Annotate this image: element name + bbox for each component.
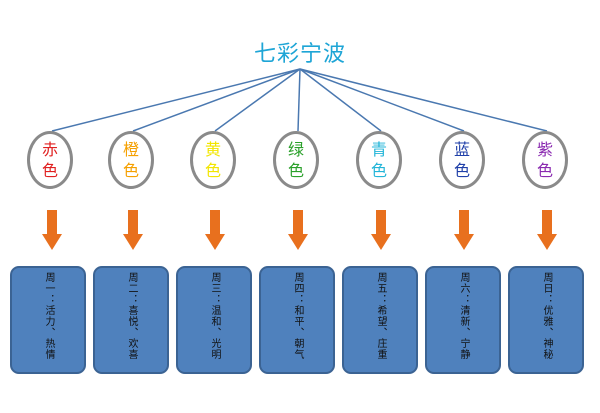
day-box-text: 周四：和平、朝气 bbox=[292, 272, 303, 360]
down-arrow-icon bbox=[123, 210, 143, 250]
down-arrow-icon bbox=[42, 210, 62, 250]
color-node-purple: 紫 色 bbox=[522, 131, 568, 189]
color-node-blue: 蓝 色 bbox=[439, 131, 485, 189]
down-arrow-icon bbox=[205, 210, 225, 250]
down-arrow-icon bbox=[537, 210, 557, 250]
day-box-sunday: 周日：优雅、神秘 bbox=[508, 266, 584, 374]
connector-line bbox=[132, 68, 301, 132]
day-box-text: 周六：清新、宁静 bbox=[458, 272, 469, 360]
connector-line bbox=[51, 68, 301, 132]
day-box-text: 周五：希望、庄重 bbox=[375, 272, 386, 360]
color-node-orange: 橙 色 bbox=[108, 131, 154, 189]
down-arrow-icon bbox=[454, 210, 474, 250]
color-node-red: 赤 色 bbox=[27, 131, 73, 189]
color-node-green: 绿 色 bbox=[273, 131, 319, 189]
day-box-friday: 周五：希望、庄重 bbox=[342, 266, 418, 374]
connector-line bbox=[299, 68, 548, 132]
day-box-monday: 周一：活力、热情 bbox=[10, 266, 86, 374]
color-char: 色 bbox=[453, 161, 470, 180]
color-char: 色 bbox=[370, 161, 387, 180]
color-char: 色 bbox=[287, 161, 304, 180]
color-char: 紫 bbox=[536, 140, 553, 159]
day-box-text: 周日：优雅、神秘 bbox=[541, 272, 552, 360]
color-char: 黄 bbox=[204, 140, 221, 159]
color-char: 绿 bbox=[287, 140, 304, 159]
color-node-cyan: 青 色 bbox=[356, 131, 402, 189]
connector-line bbox=[297, 68, 301, 132]
diagram-title: 七彩宁波 bbox=[253, 42, 346, 67]
color-char: 橙 bbox=[122, 140, 139, 159]
down-arrow-icon bbox=[371, 210, 391, 250]
day-box-wednesday: 周三：温和、光明 bbox=[176, 266, 252, 374]
down-arrow-icon bbox=[288, 210, 308, 250]
day-box-saturday: 周六：清新、宁静 bbox=[425, 266, 501, 374]
color-node-yellow: 黄 色 bbox=[190, 131, 236, 189]
day-box-text: 周二：喜悦、欢喜 bbox=[126, 272, 137, 360]
day-box-text: 周一：活力、热情 bbox=[43, 272, 54, 360]
color-char: 色 bbox=[41, 161, 58, 180]
connector-line bbox=[299, 68, 382, 132]
day-box-text: 周三：温和、光明 bbox=[209, 272, 220, 360]
color-char: 色 bbox=[122, 161, 139, 180]
color-char: 蓝 bbox=[453, 140, 470, 159]
day-box-tuesday: 周二：喜悦、欢喜 bbox=[93, 266, 169, 374]
color-char: 色 bbox=[204, 161, 221, 180]
day-box-thursday: 周四：和平、朝气 bbox=[259, 266, 335, 374]
connector-line bbox=[299, 68, 465, 132]
color-char: 青 bbox=[370, 140, 387, 159]
color-char: 色 bbox=[536, 161, 553, 180]
connector-line bbox=[214, 68, 301, 132]
color-char: 赤 bbox=[41, 140, 58, 159]
